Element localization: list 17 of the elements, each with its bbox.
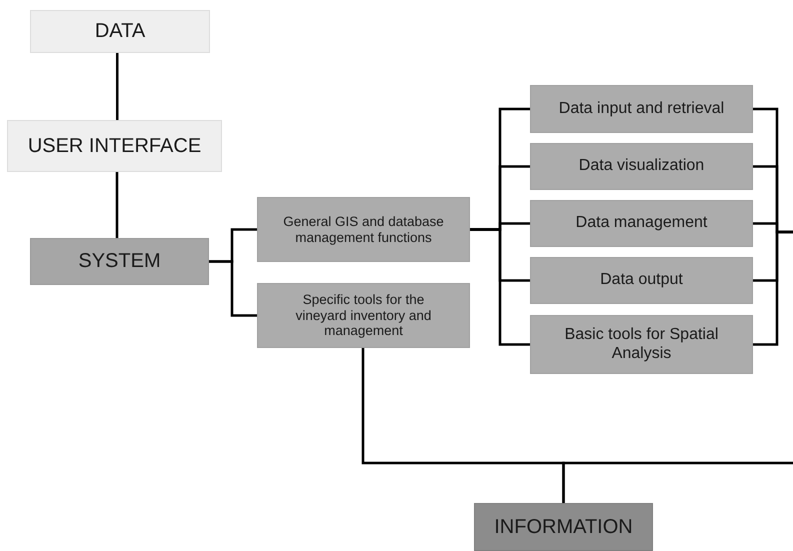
process-box: SYSTEM (30, 238, 209, 285)
process-box: Data input and retrieval (530, 85, 753, 133)
connector-line (209, 260, 257, 317)
process-box: General GIS and database management functions (257, 197, 470, 262)
process-box: USER INTERFACE (7, 120, 222, 172)
process-box: Data visualization (530, 143, 753, 190)
process-box: INFORMATION (474, 503, 653, 551)
process-box: Data management (530, 200, 753, 247)
connector-line (116, 172, 118, 238)
process-box: Basic tools for Spatial Analysis (530, 315, 753, 374)
process-box: DATA (30, 10, 210, 53)
connector-line (116, 53, 118, 120)
process-box: Data output (530, 257, 753, 304)
process-box: Specific tools for the vineyard inventory and management (257, 283, 470, 348)
connector-line (753, 230, 793, 346)
connector-line (562, 462, 793, 503)
connector-line (470, 228, 530, 346)
